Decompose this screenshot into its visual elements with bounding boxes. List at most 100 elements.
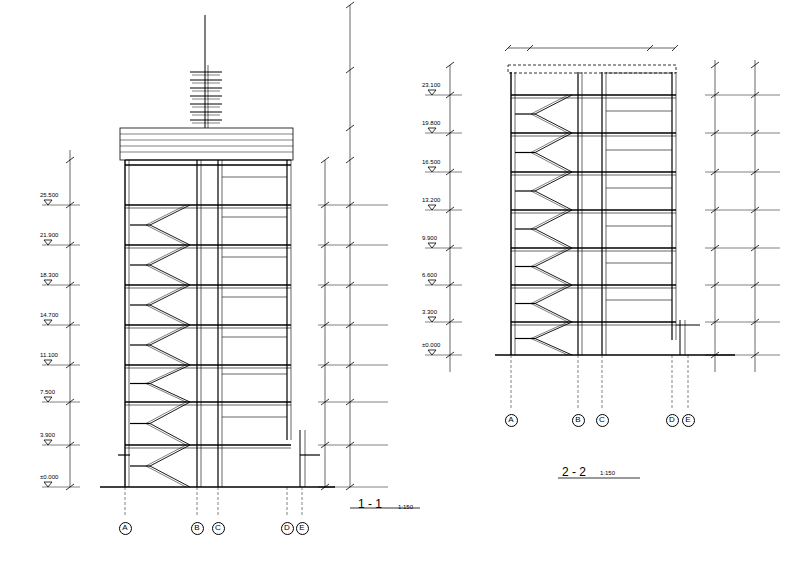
drawing-line (535, 304, 572, 323)
drawing-line (70, 150, 71, 487)
drawing-line (120, 140, 293, 141)
level-mark (44, 320, 52, 325)
drawing-line (511, 251, 676, 252)
elevation-label: 13.200 (422, 197, 440, 203)
drawing-line (190, 112, 222, 113)
drawing-line (531, 267, 568, 286)
drawing-line (146, 402, 186, 424)
elevation-label: 6.600 (422, 272, 437, 278)
drawing-line (305, 430, 306, 487)
drawing-line (146, 365, 186, 384)
drawing-line (578, 355, 579, 408)
elevation-label: 16.500 (422, 159, 440, 165)
section-title: 2 - 2 (562, 466, 586, 478)
drawing-line (715, 60, 716, 372)
drawing-line (511, 288, 676, 289)
drawing-line (535, 267, 572, 286)
drawing-line (672, 355, 673, 408)
scale-label: 1:150 (398, 504, 413, 510)
drawing-line (511, 247, 676, 249)
drawing-line (705, 355, 780, 356)
drawing-line (125, 364, 291, 366)
drawing-line (318, 365, 388, 366)
drawing-line (146, 245, 186, 265)
drawing-line (318, 402, 388, 403)
grid-axis-label: C (215, 524, 221, 532)
parapet (508, 65, 676, 73)
drawing-line (751, 62, 759, 68)
drawing-line (146, 384, 186, 403)
drawing-line (672, 45, 678, 51)
drawing-line (425, 210, 462, 211)
drawing-line (218, 487, 219, 515)
drawing-line (531, 322, 568, 339)
drawing-line (705, 322, 780, 323)
drawing-line (192, 75, 220, 76)
drawing-line (531, 248, 568, 267)
drawing-line (705, 133, 780, 134)
drawing-line (711, 62, 719, 68)
grid-axis-label: A (508, 416, 513, 424)
drawing-line (346, 2, 354, 8)
grid-bubble: A (505, 414, 518, 427)
drawing-line (125, 328, 291, 329)
elevation-label: 3.900 (40, 432, 55, 438)
drawing-line (291, 160, 292, 440)
drawing-line (511, 171, 676, 173)
drawing-line (222, 217, 287, 218)
drawing-line (125, 405, 291, 406)
drawing-line (511, 321, 676, 323)
grid-bubble: A (119, 522, 132, 535)
drawing-line (190, 96, 222, 97)
drawing-line (130, 224, 150, 225)
drawing-line (125, 368, 291, 369)
grid-axis-label: A (122, 524, 127, 532)
drawing-line (130, 465, 150, 466)
drawing-line (125, 204, 291, 206)
drawing-line (511, 284, 676, 286)
drawing-line (146, 445, 186, 466)
drawing-line (192, 99, 220, 100)
drawing-line (606, 188, 672, 189)
level-mark (44, 280, 52, 285)
drawing-line (120, 146, 293, 147)
drawing-line (606, 263, 672, 264)
drawing-line (146, 466, 186, 487)
drawing-line (190, 104, 222, 105)
elevation-label: 23.100 (422, 82, 440, 88)
drawing-line (130, 423, 150, 424)
drawing-line (146, 325, 186, 345)
drawing-line (150, 345, 190, 365)
drawing-line (450, 65, 451, 372)
drawing-line (535, 322, 572, 339)
grid-bubble: C (212, 522, 225, 535)
drawing-line (217, 160, 218, 487)
level-mark (44, 360, 52, 365)
drawing-line (511, 355, 512, 408)
drawing-line (535, 229, 572, 248)
drawing-line (120, 152, 293, 153)
drawing-line (527, 45, 533, 51)
drawing-line (606, 111, 672, 112)
drawing-line (190, 80, 222, 81)
drawing-line (577, 72, 578, 355)
drawing-line (425, 248, 462, 249)
drawing-line (531, 191, 568, 210)
level-mark (44, 482, 52, 487)
elevation-label: 14.700 (40, 312, 58, 318)
drawing-line (535, 172, 572, 191)
drawing-line (531, 114, 568, 133)
drawing-line (150, 365, 190, 384)
drawing-line (425, 95, 462, 96)
elevation-label: ±0.000 (40, 474, 58, 480)
drawing-line (535, 339, 572, 356)
drawing-line (511, 175, 676, 176)
elevation-label: 3.300 (422, 309, 437, 315)
drawing-line (425, 172, 462, 173)
grid-axis-label: C (599, 416, 605, 424)
drawing-line (146, 225, 186, 245)
grid-axis-label: D (669, 416, 675, 424)
drawing-line (222, 257, 287, 258)
drawing-line (535, 114, 572, 133)
drawing-line (515, 228, 535, 229)
